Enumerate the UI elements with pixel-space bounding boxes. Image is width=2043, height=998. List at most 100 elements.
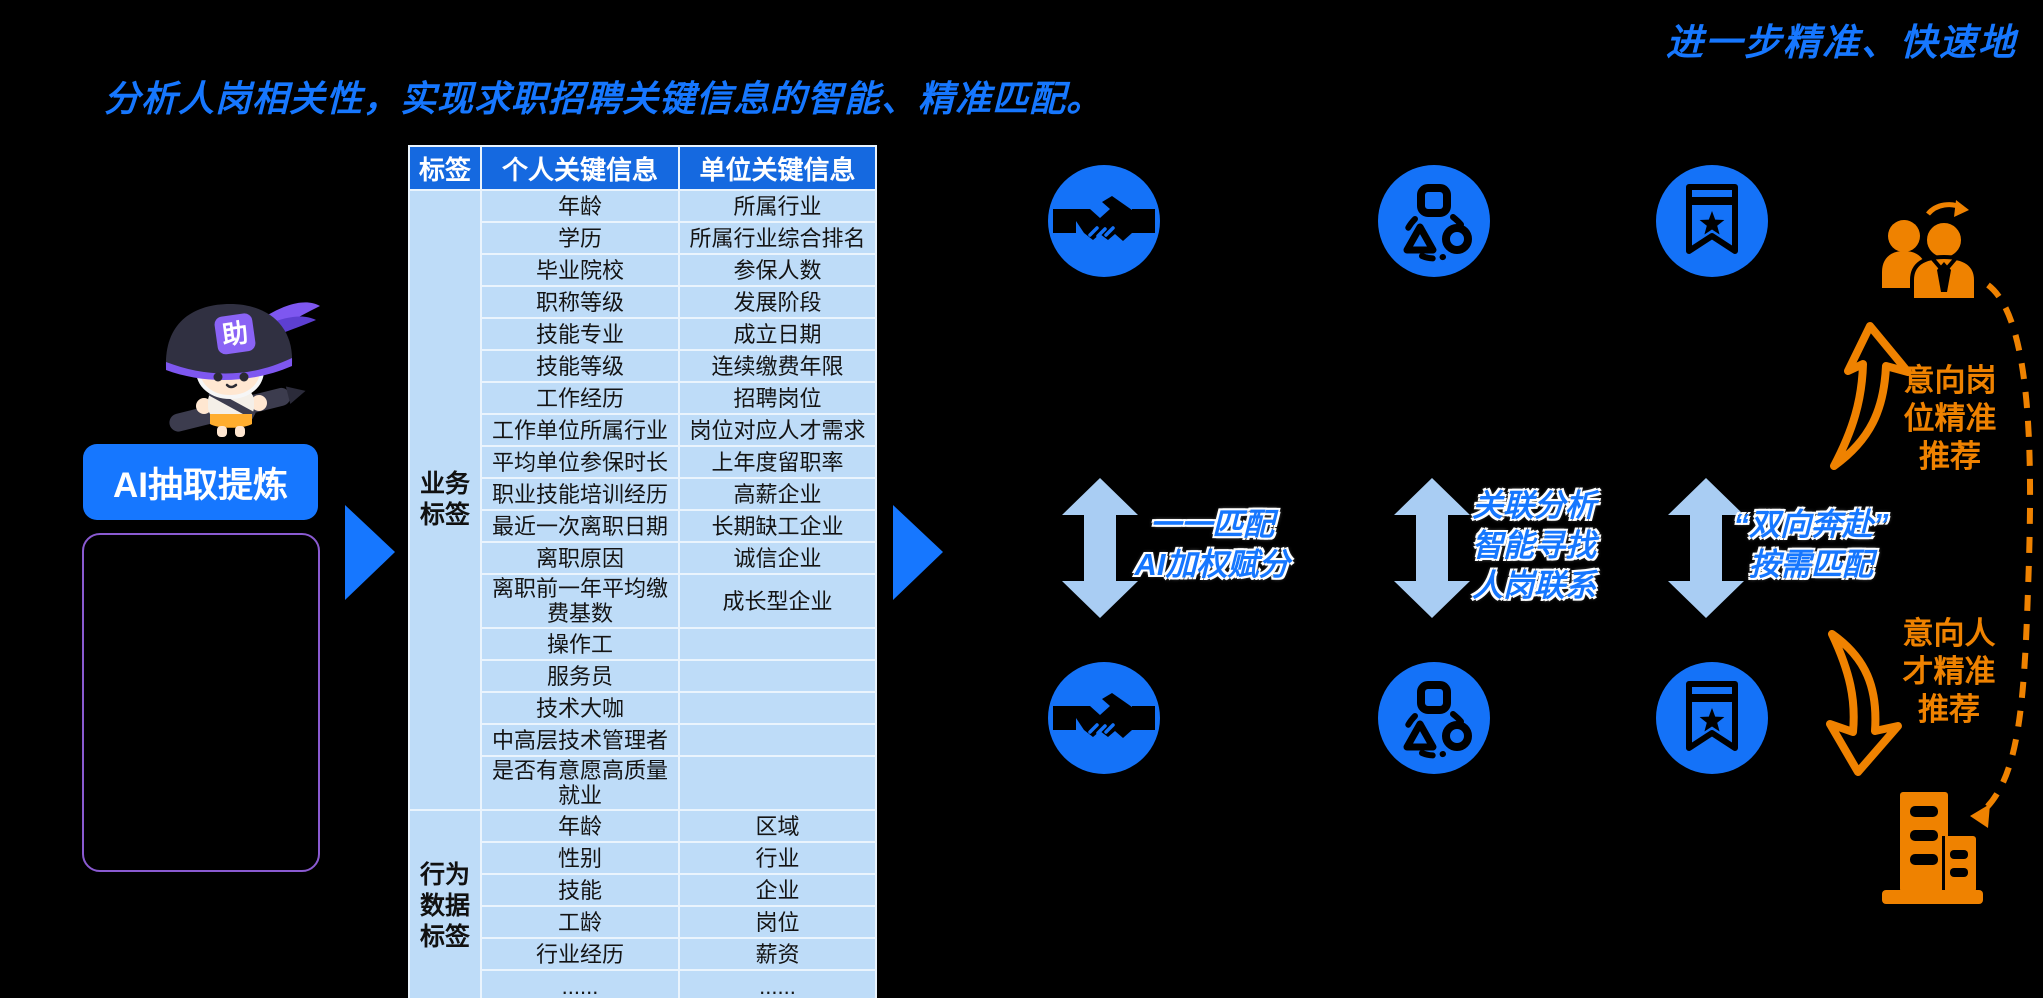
table-cell: 成立日期: [680, 319, 875, 349]
step-label-match: 一一匹配 AI加权赋分: [1134, 507, 1290, 582]
table-cell: [680, 661, 875, 691]
table-cell: 所属行业综合排名: [680, 223, 875, 253]
table-row: 是否有意愿高质量就业: [410, 757, 875, 809]
tag-table-body: 业务 标签年龄所属行业学历所属行业综合排名毕业院校参保人数职称等级发展阶段技能专…: [410, 191, 875, 998]
bookmark-star-icon-bottom: [1656, 662, 1768, 774]
association-icon-bottom: [1378, 662, 1490, 774]
flow-arrow-right-2: [893, 505, 943, 600]
tag-table: 标签个人关键信息单位关键信息 业务 标签年龄所属行业学历所属行业综合排名毕业院校…: [408, 145, 877, 998]
flow-arrow-right-1: [345, 505, 395, 600]
table-row: 最近一次离职日期长期缺工企业: [410, 511, 875, 541]
table-row: 业务 标签年龄所属行业: [410, 191, 875, 809]
table-row: 技能企业: [410, 875, 875, 905]
table-row: 工作单位所属行业岗位对应人才需求: [410, 415, 875, 445]
table-row: 中高层技术管理者: [410, 725, 875, 755]
table-row: 工作经历招聘岗位: [410, 383, 875, 413]
table-cell: 诚信企业: [680, 543, 875, 573]
table-cell: 年龄: [482, 191, 678, 221]
table-cell: 发展阶段: [680, 287, 875, 317]
table-row: 毕业院校参保人数: [410, 255, 875, 285]
table-cell: 岗位: [680, 907, 875, 937]
association-icon-top: [1378, 165, 1490, 277]
down-curved-arrow-icon: [1798, 630, 1908, 778]
table-cell: 岗位对应人才需求: [680, 415, 875, 445]
table-cell: 离职前一年平均缴费基数: [482, 575, 678, 627]
extract-result-box: [82, 533, 320, 872]
tag-table-head: 标签个人关键信息单位关键信息: [410, 147, 875, 189]
intent-talent-label: 意向人才精准推荐: [1902, 616, 1996, 727]
table-cell: 工作经历: [482, 383, 678, 413]
table-row: 离职原因诚信企业: [410, 543, 875, 573]
table-cell: 服务员: [482, 661, 678, 691]
table-cell: 长期缺工企业: [680, 511, 875, 541]
table-column-header: 标签: [410, 147, 480, 189]
table-cell: 年龄: [482, 811, 678, 841]
table-cell: 成长型企业: [680, 575, 875, 627]
intent-job-label: 意向岗位精准推荐: [1903, 363, 1997, 474]
table-cell: 参保人数: [680, 255, 875, 285]
step-label-mutual: “双向奔赴” 按需匹配: [1733, 507, 1889, 582]
table-cell: 中高层技术管理者: [482, 725, 678, 755]
section-label: 业务 标签: [410, 191, 480, 809]
table-cell: 所属行业: [680, 191, 875, 221]
table-cell: ......: [482, 971, 678, 998]
section-label: 行为 数据 标签: [410, 811, 480, 998]
double-arrow-icon-2: [1392, 478, 1472, 618]
table-column-header: 单位关键信息: [680, 147, 875, 189]
dashed-connector: [1970, 282, 2034, 828]
table-row: 服务员: [410, 661, 875, 691]
table-row: 技能等级连续缴费年限: [410, 351, 875, 381]
table-row: 工龄岗位: [410, 907, 875, 937]
table-cell: 区域: [680, 811, 875, 841]
table-cell: 上年度留职率: [680, 447, 875, 477]
table-cell: 高薪企业: [680, 479, 875, 509]
handshake-icon-bottom: [1048, 662, 1160, 774]
table-cell: 薪资: [680, 939, 875, 969]
table-row: 性别行业: [410, 843, 875, 873]
table-row: 职称等级发展阶段: [410, 287, 875, 317]
table-row: 技术大咖: [410, 693, 875, 723]
table-row: 平均单位参保时长上年度留职率: [410, 447, 875, 477]
table-row: 操作工: [410, 629, 875, 659]
table-cell: 技术大咖: [482, 693, 678, 723]
table-cell: 性别: [482, 843, 678, 873]
table-cell: ......: [680, 971, 875, 998]
table-cell: 连续缴费年限: [680, 351, 875, 381]
table-cell: [680, 693, 875, 723]
table-cell: 技能等级: [482, 351, 678, 381]
table-cell: 学历: [482, 223, 678, 253]
mascot-badge: 助: [220, 317, 250, 350]
top-right-note: 进一步精准、快速地: [1666, 22, 2017, 63]
table-row: 行业经历薪资: [410, 939, 875, 969]
table-cell: 技能: [482, 875, 678, 905]
table-row: 学历所属行业综合排名: [410, 223, 875, 253]
bookmark-star-icon-top: [1656, 165, 1768, 277]
table-cell: 毕业院校: [482, 255, 678, 285]
table-cell: 最近一次离职日期: [482, 511, 678, 541]
table-column-header: 个人关键信息: [482, 147, 678, 189]
table-cell: 平均单位参保时长: [482, 447, 678, 477]
table-row: 离职前一年平均缴费基数成长型企业: [410, 575, 875, 627]
table-cell: [680, 629, 875, 659]
table-row: 职业技能培训经历高薪企业: [410, 479, 875, 509]
table-cell: 离职原因: [482, 543, 678, 573]
table-cell: 操作工: [482, 629, 678, 659]
page-title: 分析人岗相关性，实现求职招聘关键信息的智能、精准匹配。: [104, 78, 1104, 119]
table-cell: 工作单位所属行业: [482, 415, 678, 445]
table-cell: [680, 725, 875, 755]
table-cell: 行业经历: [482, 939, 678, 969]
table-cell: 招聘岗位: [680, 383, 875, 413]
table-row: ............: [410, 971, 875, 998]
ai-extract-button[interactable]: AI抽取提炼: [83, 444, 318, 520]
table-cell: 工龄: [482, 907, 678, 937]
table-row: 行为 数据 标签年龄区域: [410, 811, 875, 998]
table-row: 技能专业成立日期: [410, 319, 875, 349]
table-cell: 行业: [680, 843, 875, 873]
table-cell: 技能专业: [482, 319, 678, 349]
handshake-icon-top: [1048, 165, 1160, 277]
step-label-association: 关联分析 智能寻找 人岗联系: [1472, 488, 1596, 603]
table-cell: 职业技能培训经历: [482, 479, 678, 509]
table-cell: [680, 757, 875, 809]
table-cell: 是否有意愿高质量就业: [482, 757, 678, 809]
